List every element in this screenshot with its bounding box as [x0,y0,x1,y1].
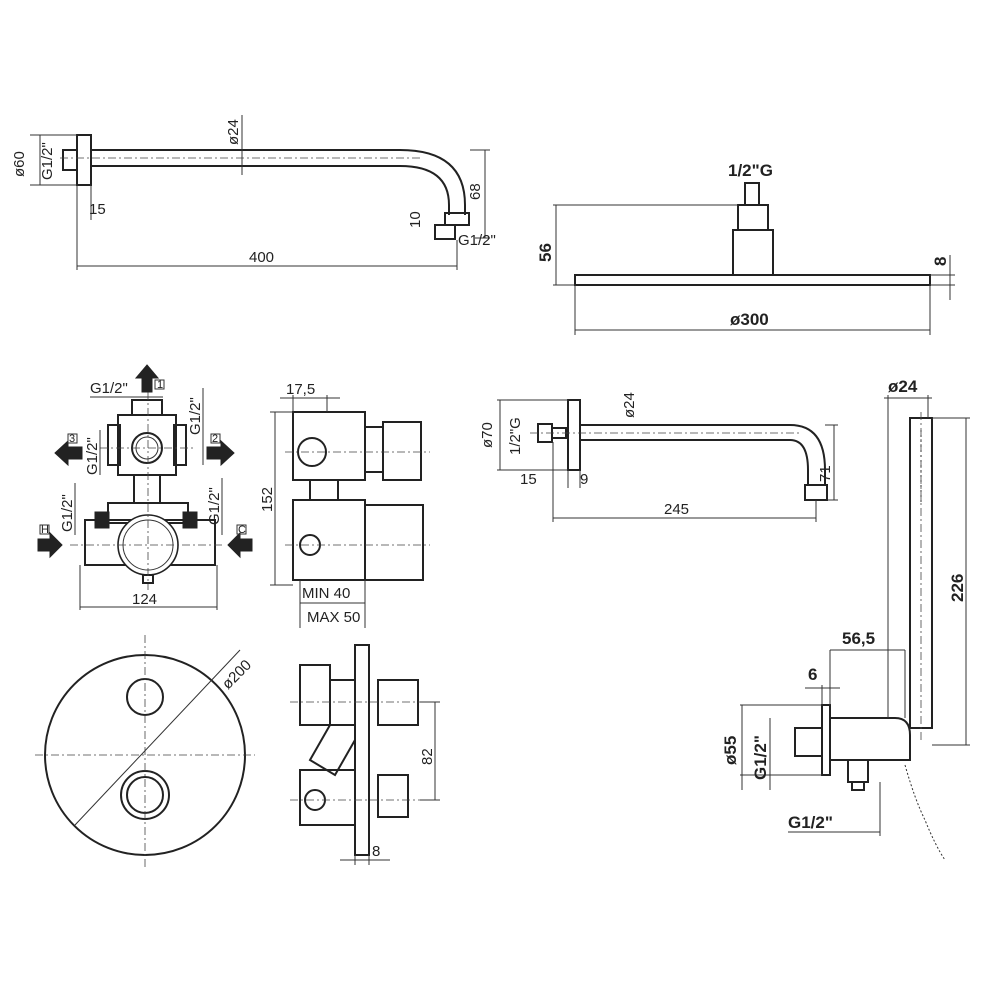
shower-head-height: 56 [536,243,555,262]
outlet-1-label: 1 [157,379,163,391]
spout-flange-depth: 15 [520,471,537,488]
valve-trim-side-drawing: 82 8 [290,644,440,865]
hand-shower-drawing: ø24 226 56,5 6 ø55 G1/2" G1/2" [721,377,970,861]
spout-thread: 1/2"G [507,417,524,455]
shower-arm-pipe-diameter: ø24 [225,119,242,145]
valve-right-top-thread: G1/2" [187,397,204,435]
cold-inlet-arrow-icon [227,531,253,559]
valve-side-min-depth: MIN 40 [302,585,350,602]
valve-top-thread: G1/2" [90,380,128,397]
shower-arm-drop: 68 [467,183,484,200]
shower-arm-outlet-thread: G1/2" [458,232,496,249]
valve-body-drawing: 1 3 2 H C G1/2" G1/2" G1/2" G1/2" G1/2" … [37,364,253,610]
hot-inlet-arrow-icon [37,531,63,559]
hand-shower-projection: 56,5 [842,629,875,648]
hand-shower-wall-thread: G1/2" [751,735,770,780]
outlet-2-arrow-icon [206,439,235,467]
hand-shower-length: 226 [948,574,967,602]
shower-head-diameter: ø300 [730,310,769,329]
valve-side-offset: 17,5 [286,381,315,398]
shower-arm-flange-diameter: ø60 [11,151,28,177]
spout-plate: 9 [580,471,588,488]
shower-arm-flange-thread: G1/2" [39,142,56,180]
hand-shower-diameter: ø24 [888,377,918,396]
outlet-1-arrow-icon [134,364,160,393]
shower-arm-length: 400 [249,249,274,266]
shower-arm-drawing: ø60 G1/2" ø24 15 400 10 68 G1/2" [11,115,496,270]
shower-head-thread: 1/2"G [728,161,773,180]
valve-hot-thread: G1/2" [59,494,76,532]
spout-pipe-diameter: ø24 [621,392,638,418]
hot-inlet-label: H [41,524,49,536]
spout-flange-diameter: ø70 [479,422,496,448]
trim-handle-spacing: 82 [419,748,436,765]
valve-left-thread: G1/2" [84,437,101,475]
trim-plate-thickness: 8 [372,843,380,860]
shower-head-drawing: 1/2"G 56 8 ø300 [536,161,955,335]
shower-arm-flange-depth: 15 [89,201,106,218]
outlet-2-label: 2 [212,433,218,445]
valve-side-drawing: 17,5 152 MIN 40 MAX 50 [259,381,430,628]
valve-side-max-depth: MAX 50 [307,609,360,626]
trim-plate-diameter: ø200 [219,657,255,693]
hand-shower-plate: 6 [808,665,817,684]
valve-width: 124 [132,591,157,608]
shower-head-thickness: 8 [931,257,950,266]
spout-length: 245 [664,501,689,518]
spout-drop: 71 [817,465,834,482]
cold-inlet-label: C [238,524,246,536]
valve-side-height: 152 [259,487,276,512]
spout-drawing: ø70 1/2"G ø24 15 9 245 71 [479,392,838,522]
outlet-3-label: 3 [69,433,75,445]
shower-arm-outlet-depth: 10 [407,211,424,228]
valve-cold-thread: G1/2" [206,487,223,525]
trim-plate-drawing: ø200 [35,635,255,870]
hand-shower-hose-thread: G1/2" [788,813,833,832]
hand-shower-flange-diameter: ø55 [721,736,740,765]
